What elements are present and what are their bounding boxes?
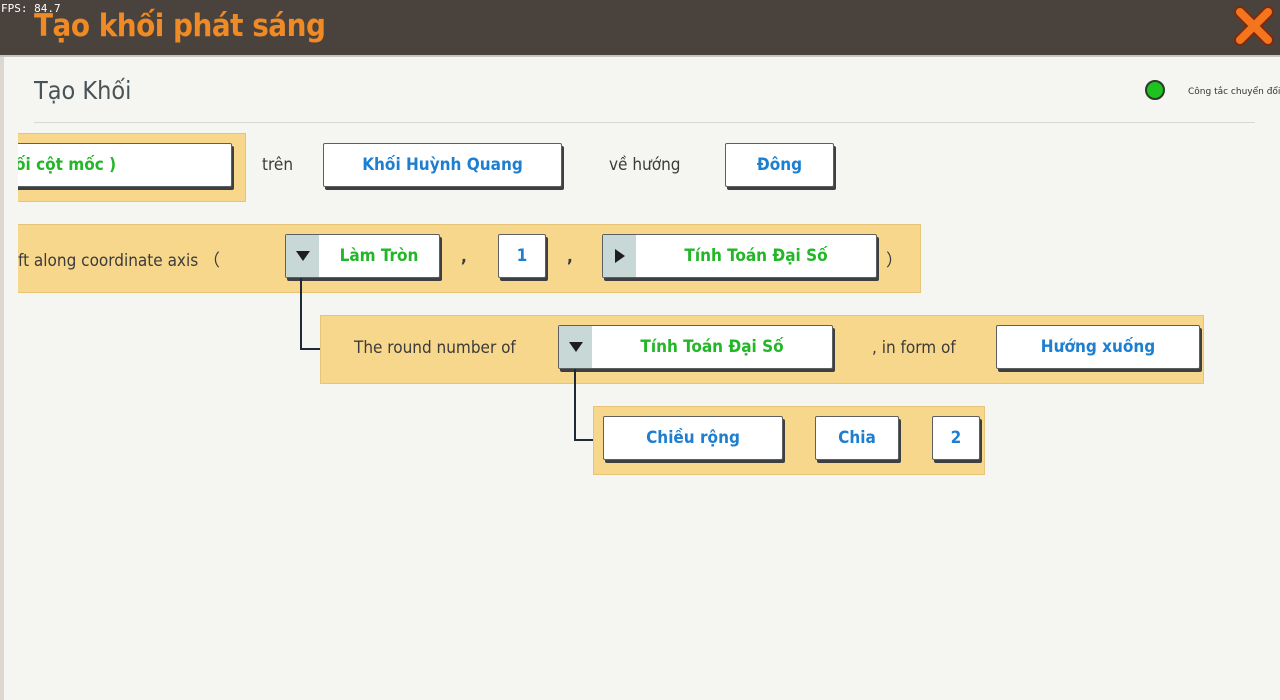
block-canvas: ối cột mốc ) trên Khối Huỳnh Quang về hư… [18, 125, 1280, 505]
left-edge [0, 57, 4, 700]
algebra-field-1[interactable]: Tính Toán Đại Số [602, 234, 877, 278]
title-bar: FPS: 84.7 Tạo khối phát sáng [0, 0, 1280, 57]
divider [34, 122, 1255, 123]
algebra-field-1-label: Tính Toán Đại Số [684, 246, 828, 266]
triangle-down-icon [295, 251, 310, 261]
toggle-switch[interactable] [1145, 80, 1165, 100]
close-paren: ） [886, 251, 903, 271]
close-button[interactable] [1232, 4, 1276, 48]
fps-counter: FPS: 84.7 [1, 2, 61, 15]
direction-field[interactable]: Đông [725, 143, 834, 187]
form-of-text: , in form of [872, 338, 956, 358]
direction-text: về hướng [609, 155, 681, 175]
window-title: Tạo khối phát sáng [34, 8, 326, 44]
algebra-field-2-label: Tính Toán Đại Số [640, 337, 784, 357]
round-field-label: Làm Tròn [339, 246, 419, 266]
form-field[interactable]: Hướng xuống [996, 325, 1200, 369]
round-field[interactable]: Làm Tròn [285, 234, 440, 278]
dropdown-toggle[interactable] [603, 235, 636, 277]
algebra-field-2[interactable]: Tính Toán Đại Số [558, 325, 833, 369]
comma-2: , [567, 247, 573, 267]
width-field[interactable]: Chiều rộng [603, 416, 783, 460]
block-type-field[interactable]: Khối Huỳnh Quang [323, 143, 562, 187]
on-text: trên [262, 155, 294, 175]
connector-line [300, 278, 322, 350]
shift-axis-text: ft along coordinate axis （ [18, 251, 221, 271]
round-number-text: The round number of [354, 338, 516, 358]
divide-field[interactable]: Chia [815, 416, 899, 460]
number-field-2[interactable]: 2 [932, 416, 980, 460]
comma-1: , [461, 247, 467, 267]
page-heading: Tạo Khối [34, 76, 132, 105]
close-icon [1234, 6, 1274, 46]
number-field-1[interactable]: 1 [498, 234, 546, 278]
dropdown-toggle[interactable] [286, 235, 319, 277]
landmark-field[interactable]: ối cột mốc ) [18, 143, 232, 187]
toggle-label: Công tắc chuyển đổi [1188, 87, 1280, 97]
triangle-down-icon [568, 342, 583, 352]
triangle-right-icon [614, 249, 625, 263]
connector-line [574, 369, 596, 441]
dropdown-toggle[interactable] [559, 326, 592, 368]
